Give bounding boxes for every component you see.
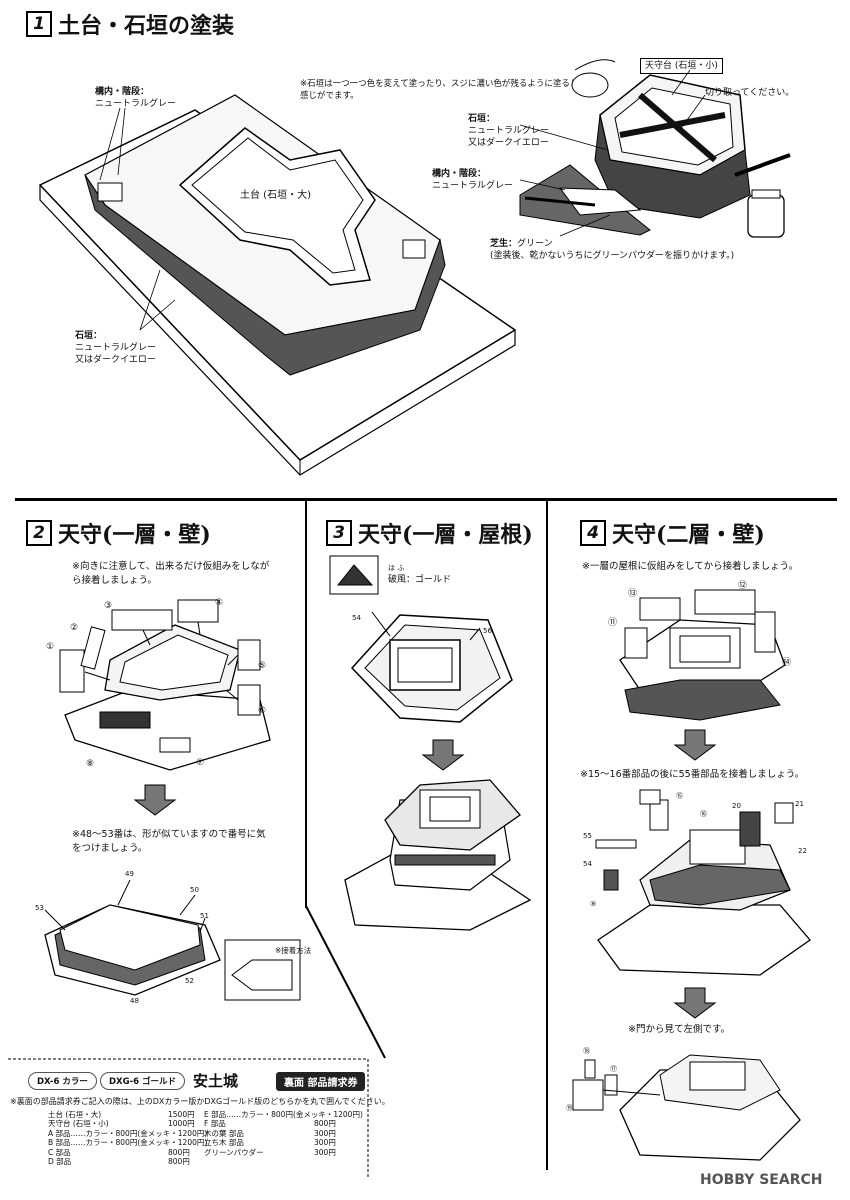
order-row: 土台 (石垣・大) [48, 1110, 102, 1119]
tenshudai-illustration [519, 59, 791, 238]
label-dodai: 土台 (石垣・大) [240, 190, 311, 201]
order-price: 300円 [314, 1147, 336, 1157]
label-cut: 切り取ってください。 [705, 88, 795, 98]
step1-heading: 1 土台・石垣の塗装 [26, 8, 234, 40]
order-row: D 部品 [48, 1157, 72, 1166]
order-row: C 部品 [48, 1147, 71, 1157]
step4-heading: 4 天守(二層・壁) [580, 517, 765, 549]
step4-title: 天守(二層・壁) [612, 522, 765, 548]
part-11: ⑪ [608, 618, 618, 628]
order-row: グリーンパウダー [204, 1147, 264, 1157]
order-row: 木の葉 部品 [204, 1128, 244, 1138]
step3-number: 3 [326, 520, 352, 546]
order-form-heading: 裏面 部品請求券 [276, 1072, 366, 1091]
order-price: 300円 [314, 1138, 336, 1148]
step2-heading: 2 天守(一層・壁) [26, 517, 211, 549]
part-18: ⑱ [583, 1047, 590, 1055]
label-ishigaki-right: 石垣：ニュートラルグレー又はダークイエロー [468, 114, 550, 148]
order-row: 立ち木 部品 [204, 1138, 244, 1148]
part-15: ⑮ [676, 792, 683, 800]
part-2: ② [70, 623, 79, 633]
step2-number: 2 [26, 520, 52, 546]
step4-note3: ※門から見て左側です。 [628, 1024, 731, 1035]
step2-note1: ※向きに注意して、出来るだけ仮組みをしながら接着しましょう。 [72, 561, 270, 586]
part-54-b: 54 [583, 860, 592, 868]
part-16: ⑯ [700, 810, 707, 818]
order-price: 800円 [168, 1147, 190, 1157]
part-17: ⑰ [610, 1065, 617, 1073]
part-19: ⑲ [566, 1104, 573, 1112]
hafu-ruby: は ふ [388, 564, 405, 572]
order-row: F 部品 [204, 1119, 226, 1129]
hobby-search-watermark: HOBBY SEARCH [700, 1172, 823, 1188]
part-54: 54 [352, 614, 361, 622]
part-51: 51 [200, 912, 209, 920]
step4-note2: ※15〜16番部品の後に55番部品を接着しましょう。 [580, 769, 805, 780]
form-border [8, 1058, 369, 1178]
step4-number: 4 [580, 520, 606, 546]
horizontal-divider [15, 498, 837, 501]
part-49: 49 [125, 870, 134, 878]
step2-note3: ※接着方法 [275, 946, 312, 955]
step4-note1: ※一層の屋根に仮組みをしてから接着しましょう。 [582, 561, 799, 572]
label-ishigaki-left: 石垣：ニュートラルグレー又はダークイエロー [75, 331, 157, 365]
label-kounai-left: 構内・階段：ニュートラルグレー [95, 87, 177, 109]
order-price: 1000円 [168, 1119, 195, 1129]
vertical-divider-left [305, 498, 307, 908]
order-row: B 部品……カラー・800円(金メッキ・1200円) [48, 1138, 208, 1148]
label-tenshudai: 天守台 (石垣・小) [640, 58, 723, 74]
dxg6-pill[interactable]: DXG-6 ゴールド [100, 1072, 185, 1090]
vertical-divider-right [546, 498, 548, 1170]
label-kounai-right: 構内・階段：ニュートラルグレー [432, 169, 514, 191]
order-form-instruction: ※裏面の部品請求券ご記入の際は、上のDXカラー版かDXGゴールド版のどちらかを丸… [10, 1097, 390, 1106]
order-row: 天守台 (石垣・小) [48, 1119, 109, 1129]
step1-title: 土台・石垣の塗装 [58, 13, 235, 39]
step2-title: 天守(一層・壁) [58, 522, 211, 548]
part-5: ⑤ [258, 661, 267, 671]
part-9: ⑨ [590, 900, 597, 908]
part-48: 48 [130, 997, 139, 1005]
part-1: ① [46, 642, 55, 652]
part-4: ④ [215, 598, 224, 608]
order-row: A 部品……カラー・800円(金メッキ・1200円) [48, 1128, 208, 1138]
part-50: 50 [190, 886, 199, 894]
part-14: ⑭ [782, 658, 792, 668]
part-21: 21 [795, 800, 804, 808]
part-13: ⑬ [628, 589, 638, 599]
part-8: ⑧ [86, 759, 95, 769]
parts-order-form: DX-6 カラー DXG-6 ゴールド 安土城 裏面 部品請求券 ※裏面の部品請… [8, 1058, 390, 1183]
part-12: ⑫ [738, 581, 748, 591]
part-55: 55 [583, 832, 592, 840]
order-price: 800円 [168, 1157, 190, 1166]
hafu-label: 破風：ゴールド [388, 575, 452, 585]
order-row: E 部品……カラー・800円(金メッキ・1200円) [204, 1110, 363, 1119]
label-shibafu: 芝生：グリーン(塗装後、乾かないうちにグリーンパウダーを振りかけます。) [490, 239, 735, 261]
order-price: 800円 [314, 1119, 336, 1129]
part-56: 56 [483, 627, 492, 635]
dx6-pill[interactable]: DX-6 カラー [28, 1072, 97, 1090]
product-name: 安土城 [193, 1072, 239, 1090]
part-3: ③ [104, 601, 113, 611]
dodai-illustration [38, 94, 517, 476]
step1-note: ※石垣は一つ一つ色を変えて塗ったり、スジに濃い色が残るように塗ると感じがでます。 [300, 79, 579, 101]
part-20: 20 [732, 802, 741, 810]
part-7: ⑦ [196, 758, 205, 768]
order-price: 1500円 [168, 1110, 195, 1119]
step3-heading: 3 天守(一層・屋根) [326, 517, 533, 549]
part-52: 52 [185, 977, 194, 985]
step2-note2: ※48〜53番は、形が似ていますので番号に気をつけましょう。 [72, 829, 266, 854]
part-22: 22 [798, 847, 807, 855]
step3-title: 天守(一層・屋根) [358, 522, 533, 548]
order-price: 300円 [314, 1128, 336, 1138]
part-6: ⑥ [258, 706, 267, 716]
part-53: 53 [35, 904, 44, 912]
step1-number: 1 [26, 11, 52, 37]
